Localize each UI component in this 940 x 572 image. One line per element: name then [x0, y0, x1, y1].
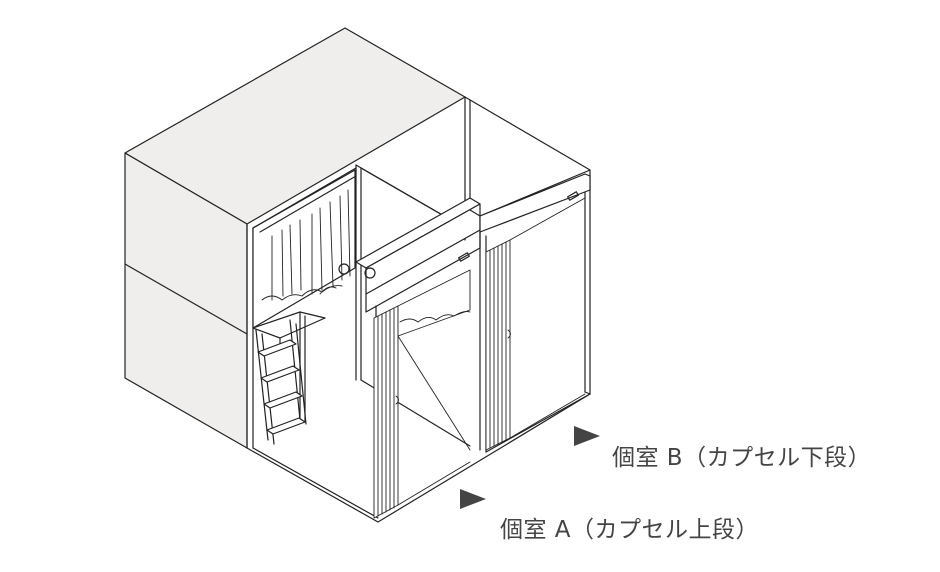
triangle-pointer-icon	[574, 426, 600, 446]
room-b-label: 個室 B（カプセル下段）	[612, 445, 872, 471]
upper-capsule-side	[252, 169, 356, 329]
capsule-b-curtain	[485, 197, 586, 451]
upper-curtain	[261, 189, 351, 301]
capsule-a-curtain	[373, 269, 471, 519]
room-a-label: 個室 A（カプセル上段）	[500, 517, 760, 543]
triangle-pointer-icon	[460, 489, 486, 509]
lower-control-panel	[479, 173, 591, 233]
outer-structure	[124, 27, 591, 523]
upper-capsule	[252, 164, 481, 381]
ladder	[255, 319, 307, 445]
